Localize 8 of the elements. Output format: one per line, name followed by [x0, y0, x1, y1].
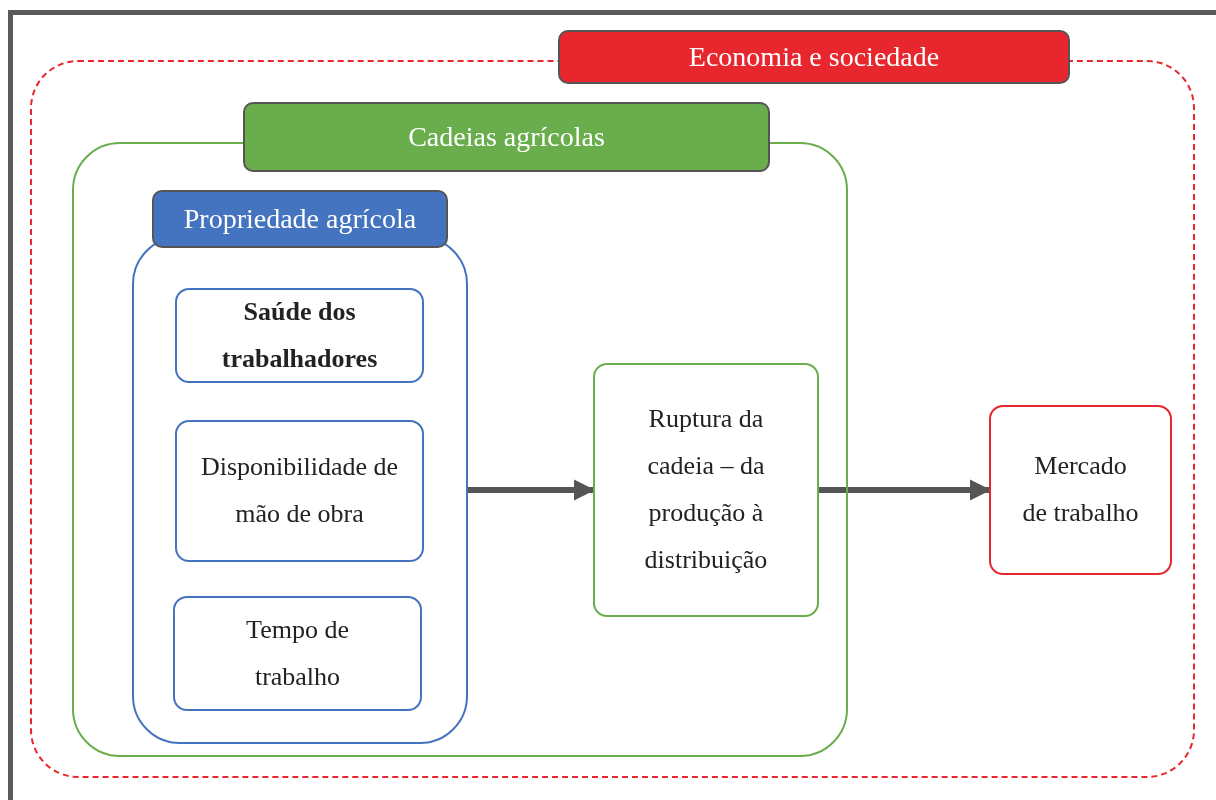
process-box: Ruptura da cadeia – da produção à distribuição [593, 363, 819, 617]
title-banner: Propriedade agrícola [152, 190, 448, 248]
process-box: Mercado de trabalho [989, 405, 1172, 575]
process-box: Saúde dos trabalhadores [175, 288, 424, 383]
process-box: Tempo de trabalho [173, 596, 422, 711]
process-box: Disponibilidade de mão de obra [175, 420, 424, 562]
title-banner: Economia e sociedade [558, 30, 1070, 84]
title-banner: Cadeias agrícolas [243, 102, 770, 172]
